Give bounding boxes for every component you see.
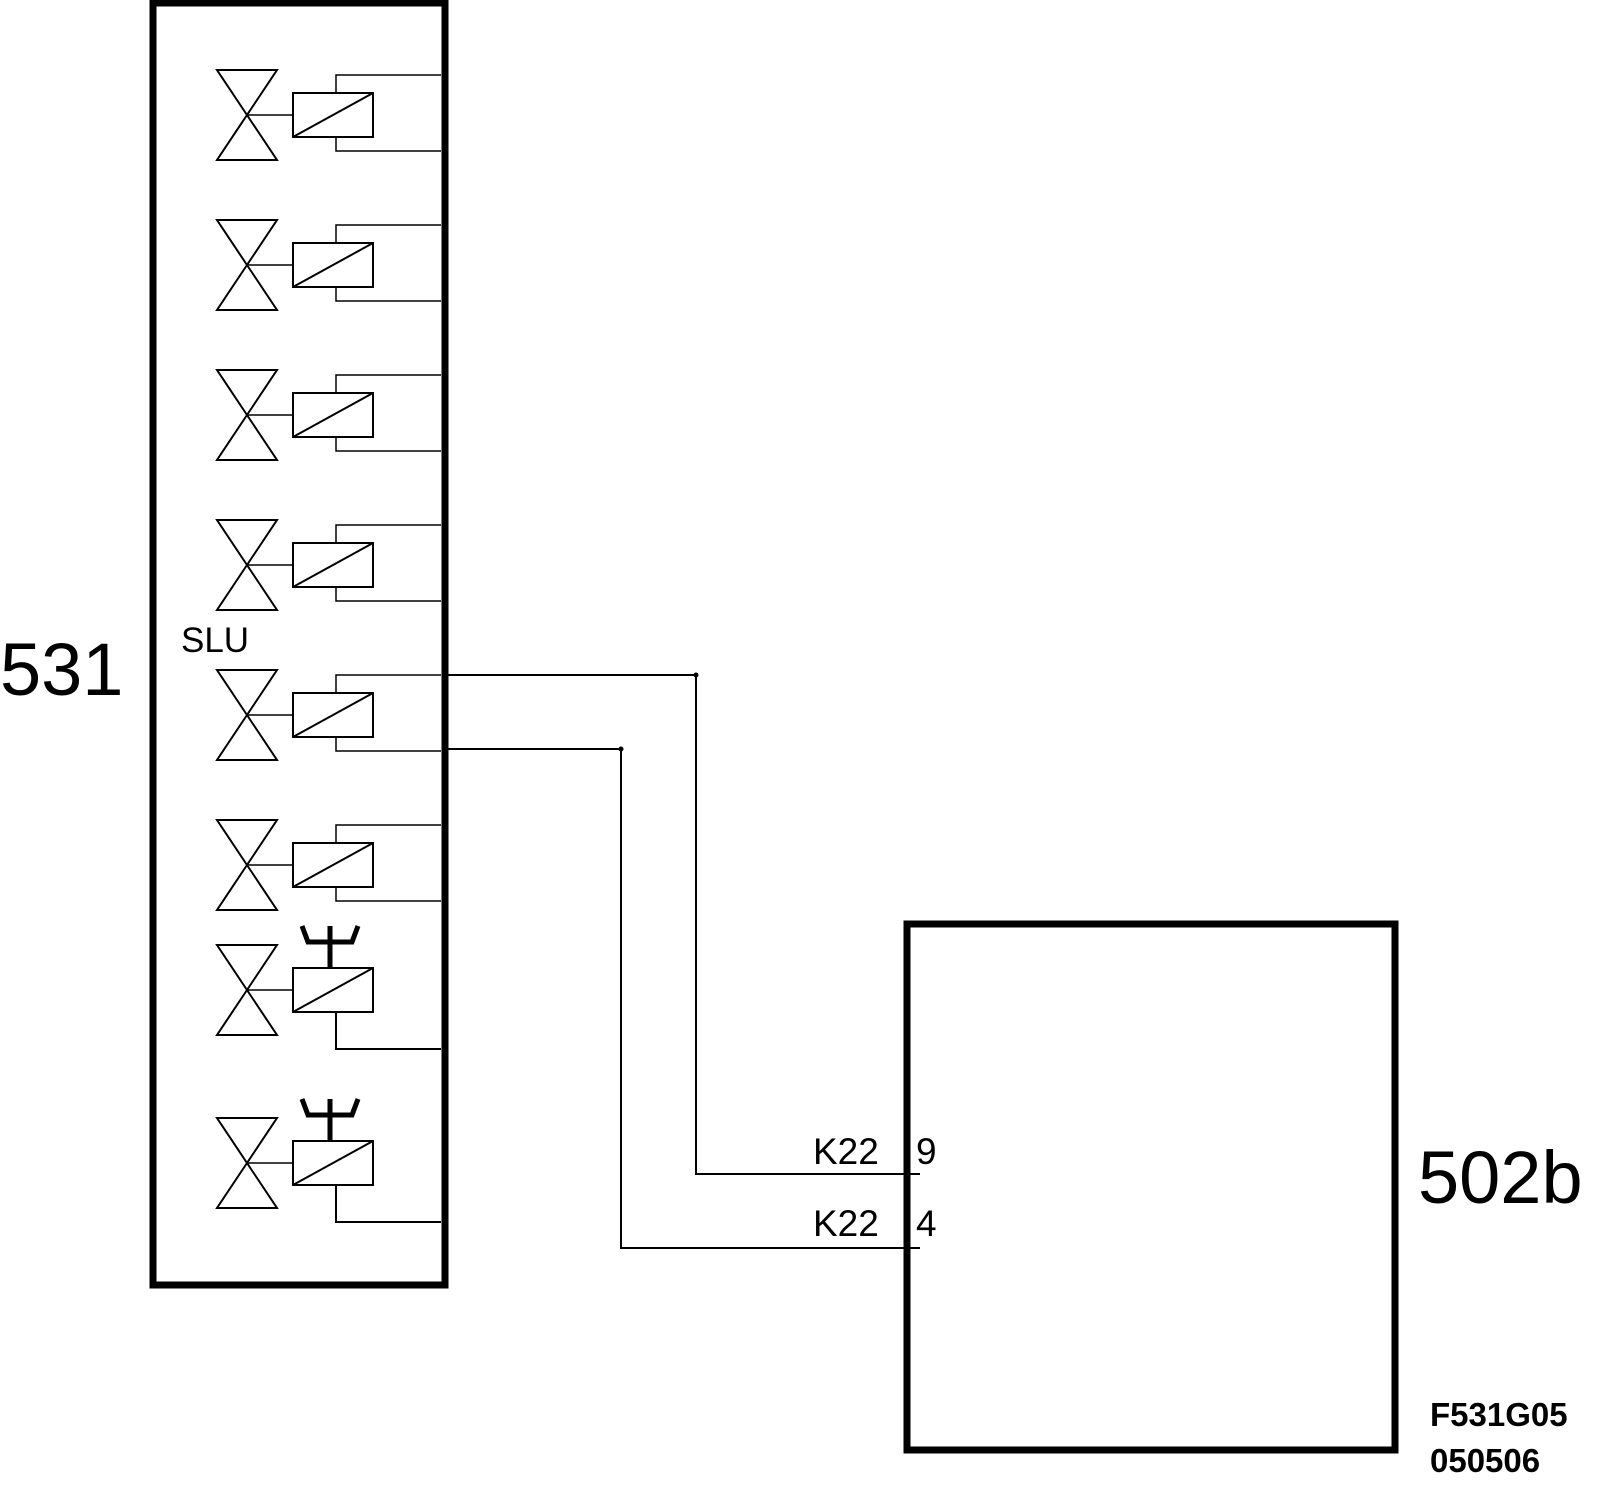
solenoid-diagonal: [292, 967, 374, 1013]
solenoid-diagonal: [292, 842, 374, 888]
coil-lead-top: [335, 374, 441, 393]
coil-lead-top: [335, 74, 441, 93]
control-unit-502b-box: [903, 920, 1399, 1454]
wire-junction: [618, 746, 624, 752]
solenoid-coil: [292, 842, 374, 888]
pin-number-2: 4: [916, 1203, 937, 1244]
coil-lead-bottom: [335, 287, 441, 302]
valve-symbol: [215, 69, 279, 161]
valve-symbol: [215, 519, 279, 611]
coil-lead-top: [335, 524, 441, 543]
solenoid-diagonal: [292, 542, 374, 588]
solenoid-coil: [292, 967, 374, 1013]
valve-symbol: [215, 944, 279, 1036]
coil-lead-bottom: [335, 887, 441, 902]
date-code: 050506: [1430, 1442, 1540, 1479]
coil-lead-bottom: [335, 1012, 441, 1050]
wire-pin-9: [445, 674, 920, 1175]
slu-valve-label: SLU: [181, 621, 249, 660]
ground-symbol: [299, 925, 361, 968]
coil-lead-bottom: [335, 737, 441, 752]
coil-lead-bottom: [335, 437, 441, 452]
valve-symbol: [215, 219, 279, 311]
coil-lead-bottom: [335, 1185, 441, 1223]
connector-label-2: K22: [813, 1203, 879, 1244]
solenoid-coil: [292, 242, 374, 288]
wire-pin-4: [445, 748, 920, 1249]
solenoid-coil: [292, 692, 374, 738]
connector-label-1: K22: [813, 1131, 879, 1172]
valve-symbol: [215, 669, 279, 761]
coil-lead-top: [335, 824, 441, 843]
valve-block-label: 531: [0, 628, 123, 711]
control-unit-label: 502b: [1418, 1136, 1583, 1219]
solenoid-coil: [292, 92, 374, 138]
valve-block-531-box: [149, 0, 449, 1289]
coil-lead-top: [335, 674, 441, 693]
coil-lead-bottom: [335, 587, 441, 602]
valve-symbol: [215, 369, 279, 461]
solenoid-valve-group: [215, 69, 441, 1223]
wire-junction: [693, 672, 699, 678]
pin-number-1: 9: [916, 1131, 937, 1172]
figure-code: F531G05: [1430, 1396, 1568, 1433]
solenoid-diagonal: [292, 1140, 374, 1186]
solenoid-coil: [292, 542, 374, 588]
coil-lead-top: [335, 224, 441, 243]
solenoid-diagonal: [292, 92, 374, 138]
solenoid-diagonal: [292, 692, 374, 738]
solenoid-diagonal: [292, 242, 374, 288]
valve-symbol: [215, 1117, 279, 1209]
solenoid-diagonal: [292, 392, 374, 438]
solenoid-coil: [292, 1140, 374, 1186]
ground-symbol: [299, 1098, 361, 1141]
solenoid-coil: [292, 392, 374, 438]
coil-lead-bottom: [335, 137, 441, 152]
valve-symbol: [215, 819, 279, 911]
